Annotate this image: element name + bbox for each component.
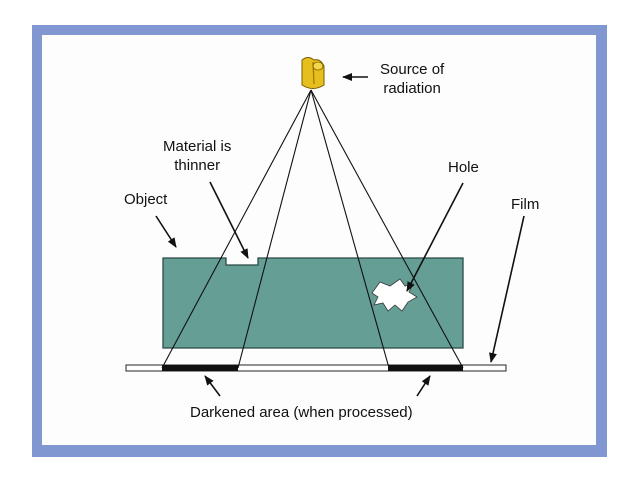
film-strip	[125, 364, 507, 372]
material-arrow	[209, 181, 249, 259]
darkened-right-arrow	[416, 375, 431, 397]
radiation-beams	[161, 89, 464, 369]
label-darkened-area: Darkened area (when processed)	[190, 404, 413, 421]
film-arrow	[489, 215, 525, 363]
hole-void	[371, 278, 418, 312]
annotation-arrows	[155, 73, 525, 397]
hole-arrow	[406, 182, 464, 292]
darkened-area-left	[162, 365, 238, 371]
object-arrow	[155, 215, 177, 248]
radiation-source-icon	[301, 57, 325, 89]
label-object: Object	[124, 191, 168, 208]
label-material: Material is thinner	[163, 138, 232, 174]
label-source: Source of radiation	[380, 61, 445, 97]
darkened-area-right	[388, 365, 463, 371]
diagram-panel	[42, 35, 596, 445]
label-hole: Hole	[448, 159, 479, 176]
test-object	[162, 257, 464, 349]
darkened-left-arrow	[204, 375, 221, 397]
label-film: Film	[511, 196, 540, 213]
